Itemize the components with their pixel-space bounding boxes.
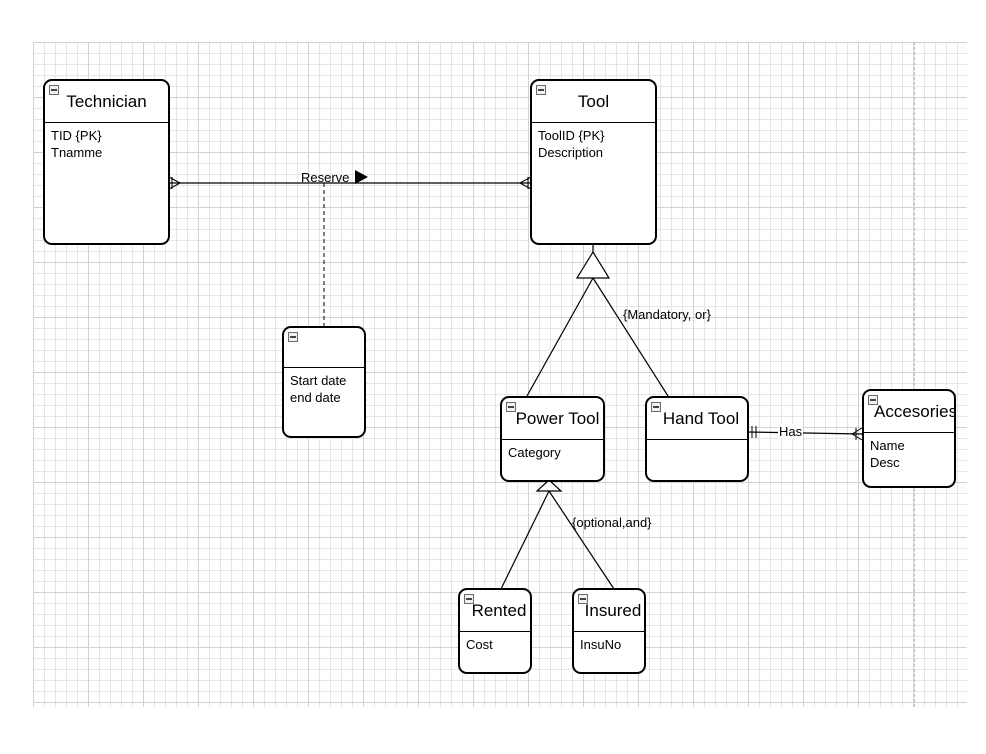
rented-subtype-link [500, 490, 550, 590]
attribute: ToolID {PK} [538, 128, 605, 143]
power-tool-specialization-constraint: {optional,and} [572, 515, 652, 530]
attribute: Desc [870, 455, 900, 470]
entity-tool[interactable]: Tool ToolID {PK} Description [530, 79, 657, 245]
attribute: Start date [290, 373, 347, 388]
entity-title: Tool [577, 91, 610, 111]
has-connector[interactable] [747, 431, 863, 435]
entity-title: Technician [66, 91, 147, 111]
tool-crow-foot [519, 176, 532, 190]
attribute: Cost [466, 637, 493, 652]
entity-title: Rented [471, 600, 527, 620]
insured-subtype-link [548, 490, 615, 590]
reserve-label: Reserve [301, 170, 350, 185]
collapse-icon[interactable] [49, 85, 59, 95]
collapse-icon[interactable] [464, 594, 474, 604]
entity-rented[interactable]: Rented Cost [458, 588, 532, 674]
attribute: Description [538, 145, 604, 160]
entity-title: Insured [584, 600, 642, 620]
entity-accesories[interactable]: Accesories Name Desc [862, 389, 956, 488]
entity-hand-tool[interactable]: Hand Tool [645, 396, 749, 482]
collapse-icon[interactable] [536, 85, 546, 95]
diagram-canvas[interactable] [33, 42, 967, 707]
entity-title: Power Tool [515, 408, 600, 428]
entity-power-tool[interactable]: Power Tool Category [500, 396, 605, 482]
attribute: end date [290, 390, 341, 405]
has-label: Has [778, 424, 804, 439]
collapse-icon[interactable] [506, 402, 516, 412]
entity-technician[interactable]: Technician TID {PK} Tnamme [43, 79, 170, 245]
page-boundary [914, 42, 915, 707]
reserve-direction-arrow [355, 170, 368, 184]
attribute: TID {PK} [51, 128, 102, 143]
entity-title: Accesories [874, 401, 956, 421]
accesories-crow-foot [851, 427, 863, 441]
hand-tool-one-mark [751, 426, 757, 438]
tool-specialization-triangle [575, 250, 611, 279]
collapse-icon[interactable] [578, 594, 588, 604]
collapse-icon[interactable] [868, 395, 878, 405]
hand-tool-subtype-link [592, 277, 669, 397]
entity-reserve-attributes[interactable]: Start date end date [282, 326, 366, 438]
power-tool-subtype-link [526, 277, 594, 397]
attribute: InsuNo [580, 637, 622, 652]
attribute: Name [870, 438, 905, 453]
attribute: Category [508, 445, 561, 460]
collapse-icon[interactable] [651, 402, 661, 412]
collapse-icon[interactable] [288, 332, 298, 342]
entity-insured[interactable]: Insured InsuNo [572, 588, 646, 674]
technician-crow-foot [168, 176, 181, 190]
entity-title: Hand Tool [662, 408, 740, 428]
tool-specialization-constraint: {Mandatory, or} [623, 307, 711, 322]
attribute: Tnamme [51, 145, 103, 160]
